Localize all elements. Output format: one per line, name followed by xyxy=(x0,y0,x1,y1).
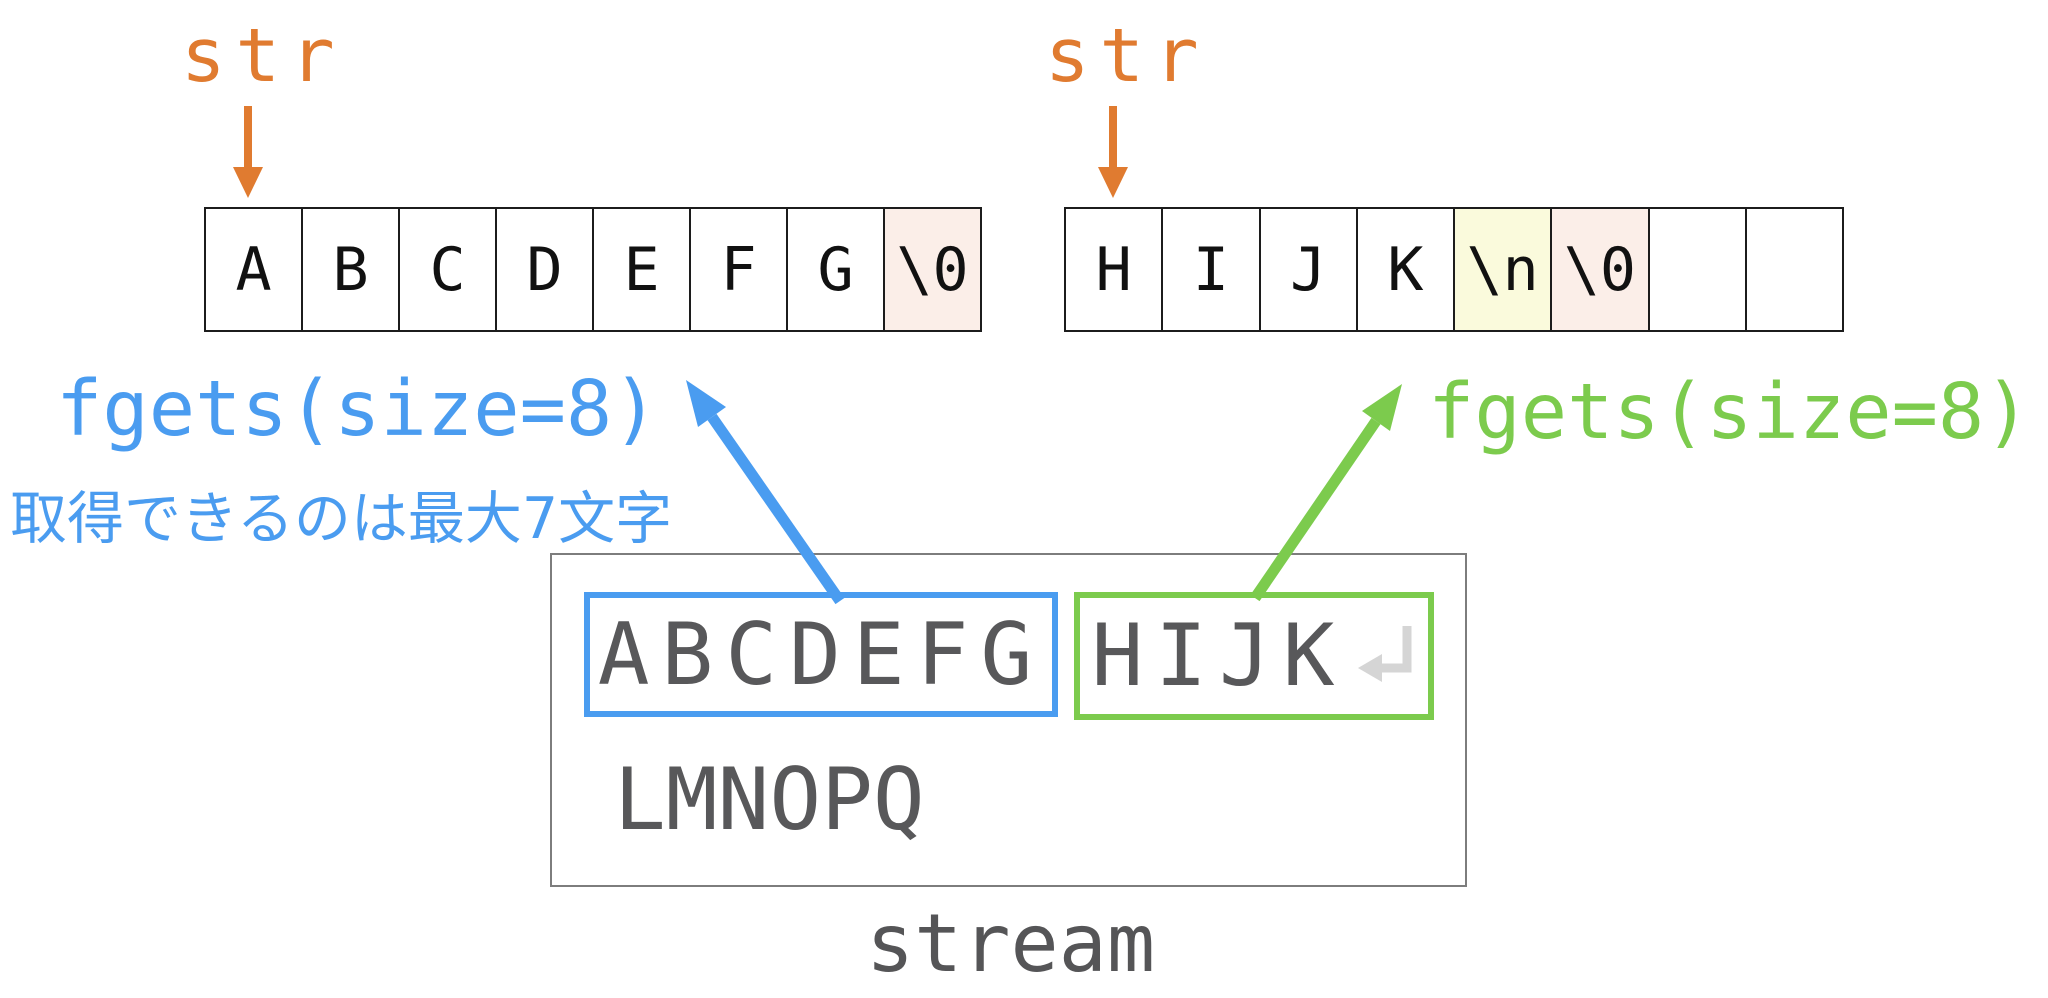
array-cell: H xyxy=(1066,209,1164,330)
array-cell: F xyxy=(691,209,788,330)
array-cell: E xyxy=(594,209,691,330)
array-cell: B xyxy=(303,209,400,330)
right-byte-array: H I J K \n \0 xyxy=(1064,207,1844,332)
first-read-region: ABCDEFG xyxy=(584,592,1058,717)
array-cell: J xyxy=(1261,209,1358,330)
left-str-label: str xyxy=(181,13,345,99)
array-cell: G xyxy=(788,209,885,330)
array-cell-null-terminator: \0 xyxy=(1552,209,1650,330)
array-cell: A xyxy=(206,209,303,330)
remaining-stream-text: LMNOPQ xyxy=(614,750,925,850)
array-cell-empty xyxy=(1650,209,1747,330)
stream-box: ABCDEFG HIJK LMNOPQ xyxy=(550,553,1467,887)
array-cell: I xyxy=(1163,209,1261,330)
right-str-label: str xyxy=(1045,13,1209,99)
stream-caption: stream xyxy=(866,897,1155,990)
second-read-region: HIJK xyxy=(1074,592,1434,720)
array-cell: C xyxy=(400,209,497,330)
left-str-arrow xyxy=(233,106,263,198)
array-cell: K xyxy=(1358,209,1455,330)
right-str-arrow xyxy=(1098,106,1128,198)
array-cell-newline: \n xyxy=(1455,209,1553,330)
max-chars-note: 取得できるのは最大7文字 xyxy=(10,486,673,552)
first-read-text: ABCDEFG xyxy=(597,604,1045,705)
first-fgets-call-label: fgets(size=8) xyxy=(56,365,659,454)
left-byte-array: A B C D E F G \0 xyxy=(204,207,982,332)
enter-return-icon xyxy=(1357,626,1412,682)
array-cell: D xyxy=(497,209,594,330)
array-cell-null-terminator: \0 xyxy=(885,209,980,330)
array-cell-empty xyxy=(1747,209,1842,330)
second-fgets-call-label: fgets(size=8) xyxy=(1428,368,2031,457)
second-read-text: HIJK xyxy=(1091,606,1347,706)
